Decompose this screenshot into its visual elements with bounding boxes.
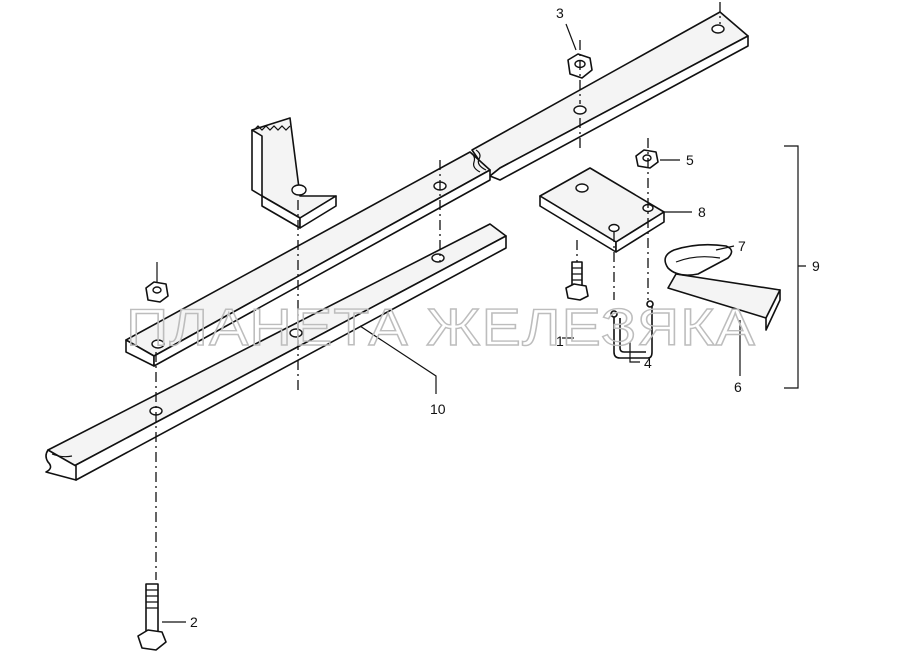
lower-spring-bar: [45, 223, 507, 481]
callout-6: 6: [734, 379, 742, 395]
callout-4: 4: [644, 355, 652, 371]
strap-assembly: [664, 243, 781, 331]
callouts: 3 5 8 7 9 6 1 4 10 2: [162, 5, 820, 630]
callout-8: 8: [698, 204, 706, 220]
u-bolt-4: [610, 300, 654, 359]
plate-8: [539, 167, 665, 253]
callout-7: 7: [738, 238, 746, 254]
callout-3: 3: [556, 5, 564, 21]
nut-5: [635, 149, 659, 169]
upper-bar: [125, 11, 749, 367]
nut-left: [145, 262, 169, 303]
callout-1: 1: [556, 333, 564, 349]
axis-lines: [155, 2, 721, 580]
bolt-2: [137, 583, 167, 651]
callout-2: 2: [190, 614, 198, 630]
bolt-1: [565, 261, 589, 301]
callout-5: 5: [686, 152, 694, 168]
angle-bracket: [251, 117, 337, 229]
callout-10: 10: [430, 401, 446, 417]
callout-9: 9: [812, 258, 820, 274]
watermark-text: ПЛАНЕТА ЖЕЛЕЗЯКА: [126, 299, 756, 357]
